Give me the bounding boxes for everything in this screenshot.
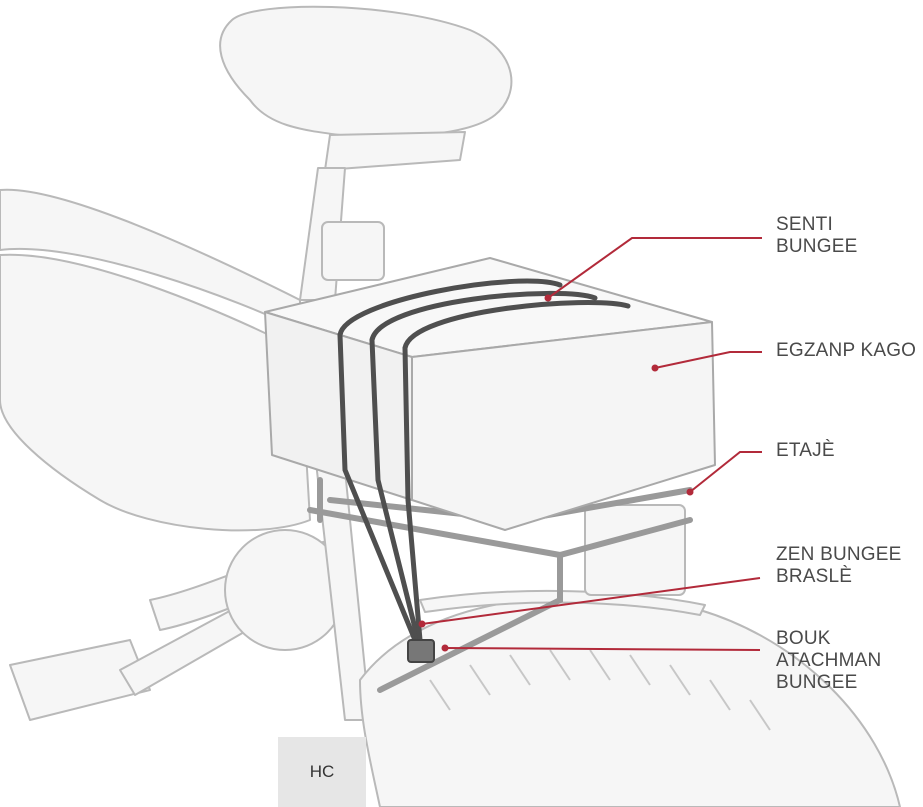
- leader-rack: [689, 451, 762, 493]
- seat-clamp: [324, 131, 466, 171]
- seat: [219, 5, 513, 138]
- label-bungee-bracelet: ZEN BUNGEE BRASLÈ: [776, 544, 902, 588]
- leader-example-cargo: [654, 351, 762, 369]
- leader-safety-bungee: [547, 237, 762, 299]
- hc-tag: HC: [278, 737, 366, 807]
- label-line: ZEN BUNGEE: [776, 544, 902, 565]
- bungee-straps: [337, 278, 631, 643]
- rear-fender: [419, 589, 706, 616]
- leader-buckle: [444, 647, 761, 651]
- rear-rack: [307, 477, 693, 693]
- label-line: BOUK: [776, 628, 831, 649]
- label-line: ATACHMAN: [776, 650, 882, 671]
- label-line: SENTI: [776, 214, 833, 235]
- label-safety-bungee: SENTI BUNGEE: [776, 214, 857, 258]
- tire-tread: [429, 649, 771, 731]
- rear-battery-box: [584, 504, 686, 596]
- leader-lines: [421, 237, 762, 651]
- bike-outline: [0, 5, 901, 807]
- pedal: [9, 639, 151, 721]
- label-line: BUNGEE: [776, 236, 858, 257]
- leader-dots: [418, 294, 694, 652]
- frame-body: [0, 253, 311, 532]
- label-example-cargo: EGZANP KAGO: [776, 340, 916, 362]
- label-line: ETAJÈ: [776, 440, 835, 461]
- label-line: BRASLÈ: [776, 566, 853, 587]
- bungee-buckle: [407, 639, 435, 663]
- label-rack: ETAJÈ: [776, 440, 835, 462]
- cargo-front-face: [411, 321, 716, 531]
- rear-tire: [359, 595, 901, 807]
- label-bungee-buckle: BOUK ATACHMAN BUNGEE: [776, 628, 881, 694]
- label-line: EGZANP KAGO: [776, 340, 917, 361]
- rear-reflector: [321, 221, 385, 281]
- leader-bungee-bracelet: [421, 577, 761, 625]
- rack-strut: [377, 552, 563, 693]
- label-line: BUNGEE: [776, 672, 858, 693]
